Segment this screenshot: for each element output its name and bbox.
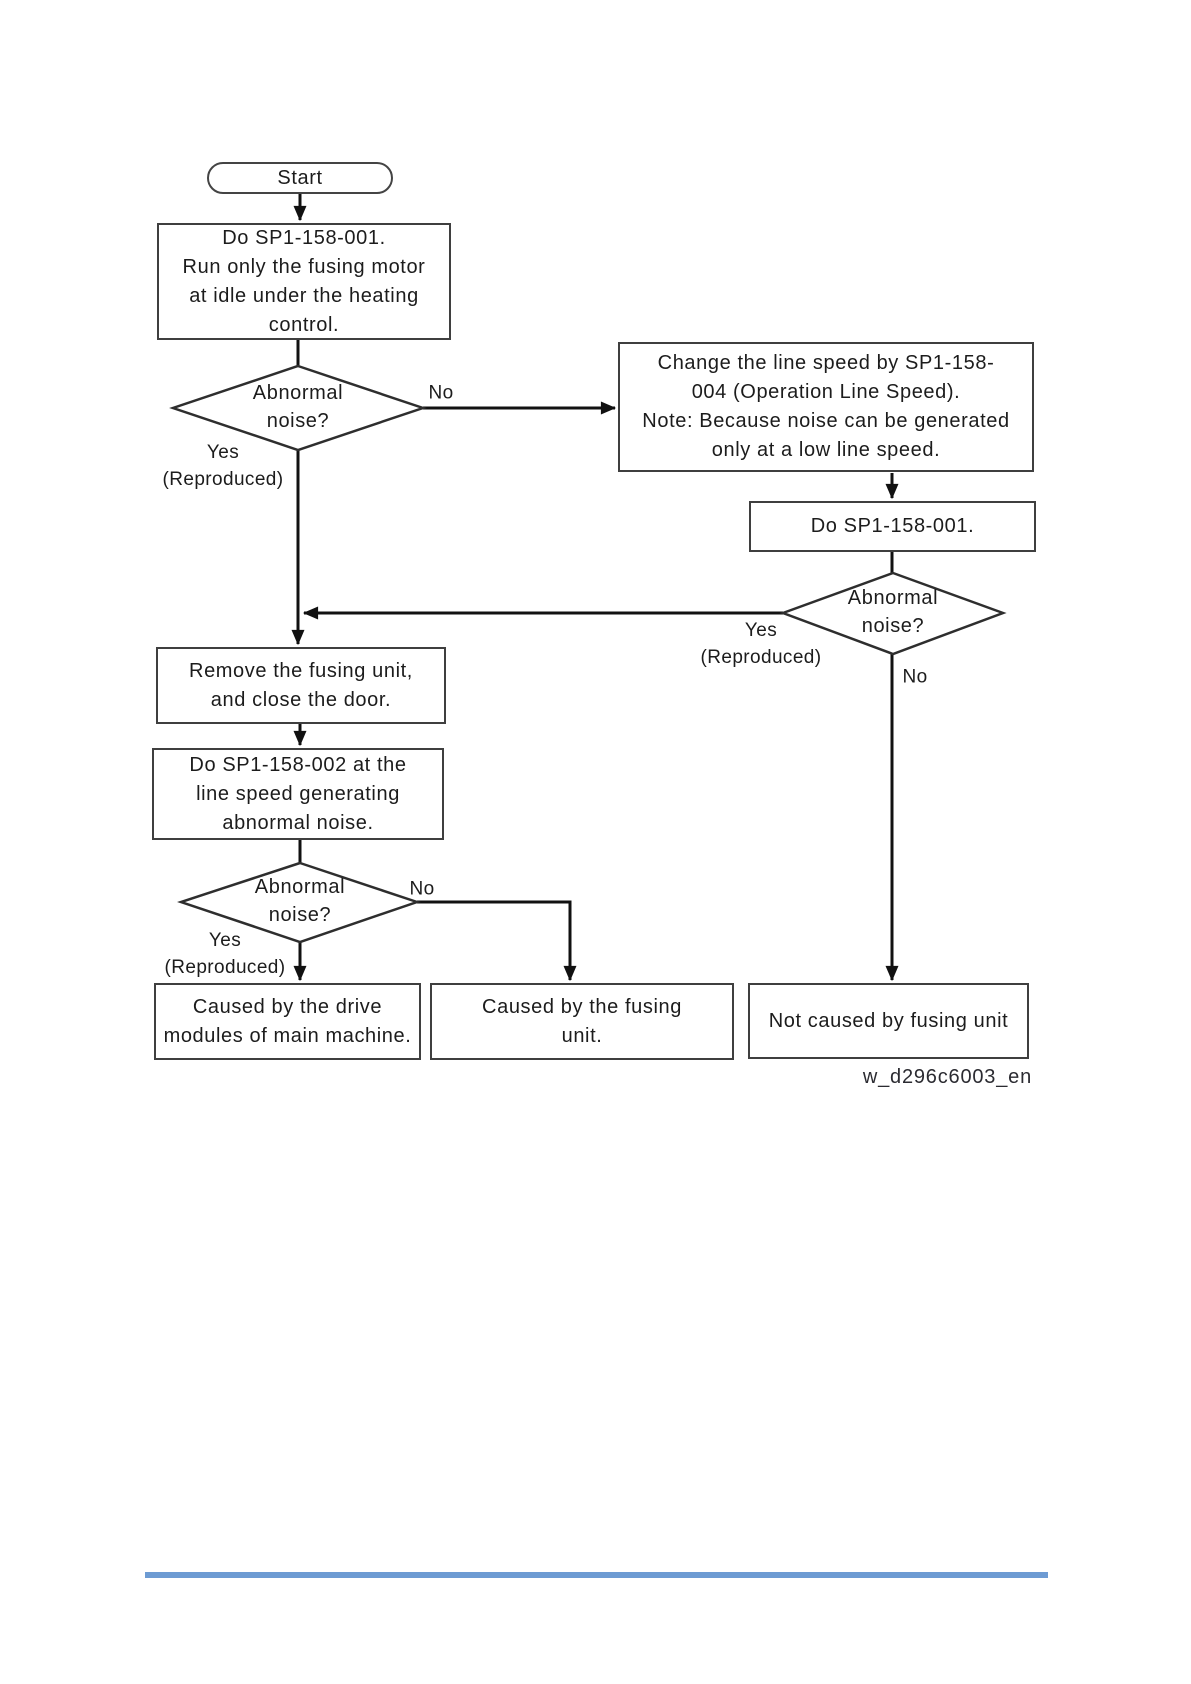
decision1-label: Abnormal noise?: [252, 382, 344, 432]
node-do-sp1-158-001: Do SP1-158-001.: [749, 501, 1036, 552]
decision1-diamond: [169, 364, 427, 452]
node-start: Start: [207, 162, 393, 194]
node-caused-by-drive: Caused by the drive modules of main mach…: [154, 983, 421, 1060]
decision2-label: Abnormal noise?: [847, 587, 939, 637]
label-decision1-no: No: [428, 382, 454, 404]
node-run-fusing-motor: Do SP1-158-001. Run only the fusing moto…: [157, 223, 451, 340]
node-not-caused-by-fusing: Not caused by fusing unit: [748, 983, 1029, 1059]
bottom-divider: [145, 1572, 1048, 1578]
decision2-diamond: [779, 571, 1007, 656]
node-do-sp1-158-002: Do SP1-158-002 at the line speed generat…: [152, 748, 444, 840]
node-change-line-speed: Change the line speed by SP1-158- 004 (O…: [618, 342, 1034, 472]
edge-decision3-no: [417, 900, 577, 982]
label-decision2-no: No: [902, 666, 928, 688]
decision3-label: Abnormal noise?: [254, 876, 346, 926]
decision3-diamond: [177, 861, 421, 944]
node-caused-by-fusing: Caused by the fusing unit.: [430, 983, 734, 1060]
label-decision1-yes: Yes (Reproduced): [162, 442, 284, 490]
figure-caption: w_d296c6003_en: [862, 1066, 1032, 1088]
label-decision3-yes: Yes (Reproduced): [164, 930, 286, 978]
label-decision3-no: No: [409, 878, 435, 900]
node-remove-fusing-unit: Remove the fusing unit, and close the do…: [156, 647, 446, 724]
label-decision2-yes: Yes (Reproduced): [700, 620, 822, 668]
